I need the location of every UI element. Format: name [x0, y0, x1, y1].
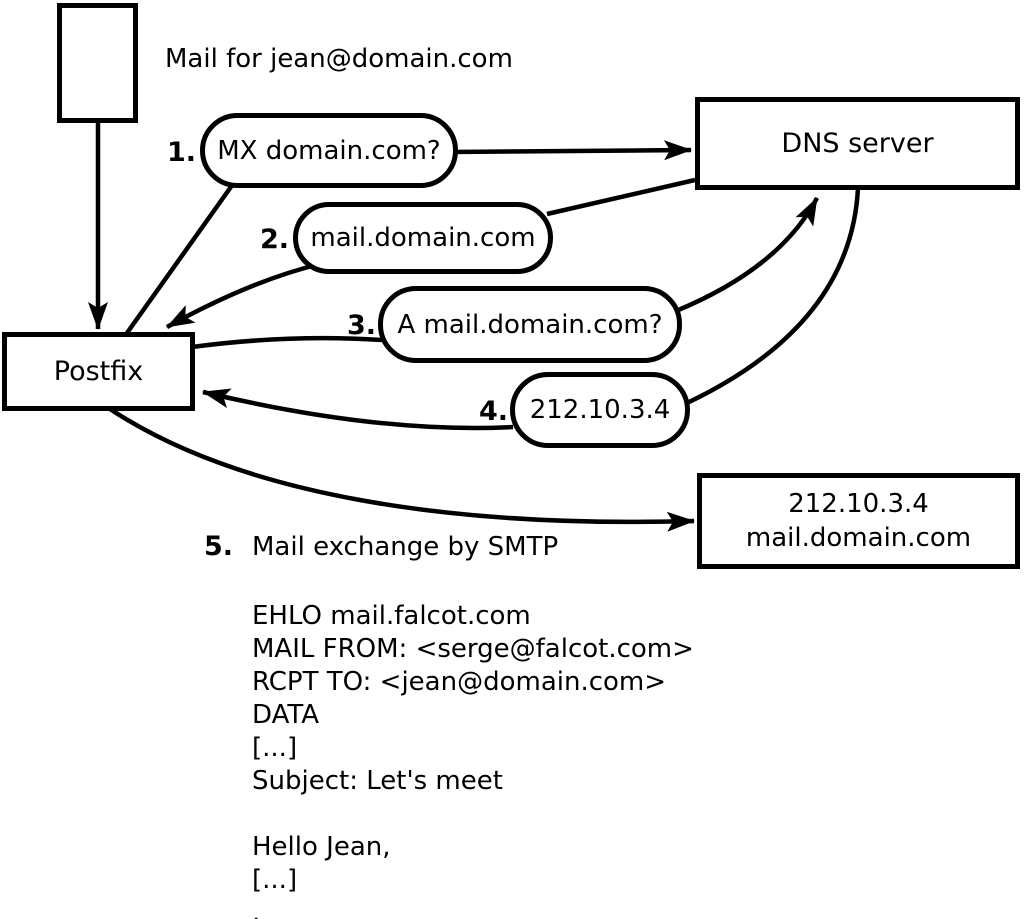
smtp-line-blank	[252, 798, 694, 831]
mail-server-ip-label: 212.10.3.4	[788, 489, 929, 519]
mail-note-label: Mail for jean@domain.com	[165, 44, 513, 74]
smtp-line-ehlo: EHLO mail.falcot.com	[252, 601, 531, 631]
step3-query-label: A mail.domain.com?	[397, 309, 663, 340]
smtp-line-subject: Subject: Let's meet	[252, 766, 503, 796]
step1-number: 1.	[166, 137, 196, 168]
step3-query-pill: A mail.domain.com?	[378, 286, 682, 363]
postfix-node-label: Postfix	[53, 355, 144, 387]
dns-server-node: DNS server	[695, 97, 1020, 190]
line-dns-to-response4	[686, 187, 861, 406]
step4-response-pill: 212.10.3.4	[510, 372, 690, 448]
step2-response-pill: mail.domain.com	[293, 202, 553, 274]
smtp-line-hello: Hello Jean,	[252, 832, 391, 862]
line-postfix-to-query1	[125, 182, 235, 335]
step2-number: 2.	[259, 224, 289, 255]
step5-number: 5.	[203, 531, 233, 562]
smtp-line-ellipsis-1: [...]	[252, 733, 298, 763]
dns-server-node-label: DNS server	[781, 127, 934, 159]
step5-smtp-label: Mail exchange by SMTP	[252, 532, 559, 562]
step2-response-label: mail.domain.com	[310, 223, 536, 253]
smtp-line-data: DATA	[252, 700, 319, 730]
mail-message-node	[57, 3, 138, 123]
step1-query-label: MX domain.com?	[217, 135, 441, 166]
smtp-line-end-dot: .	[252, 898, 261, 919]
smtp-transcript: EHLO mail.falcot.com MAIL FROM: <serge@f…	[252, 600, 694, 919]
line-dns-to-response2	[546, 177, 696, 217]
step3-number: 3.	[346, 310, 376, 341]
step1-query-pill: MX domain.com?	[200, 113, 458, 188]
arrow-query1-to-dns	[449, 140, 692, 161]
smtp-line-mail-from: MAIL FROM: <serge@falcot.com>	[252, 634, 694, 664]
smtp-line-ellipsis-2: [...]	[252, 865, 298, 895]
step4-response-label: 212.10.3.4	[529, 395, 671, 425]
postfix-node: Postfix	[2, 332, 195, 411]
smtp-line-rcpt-to: RCPT TO: <jean@domain.com>	[252, 667, 667, 697]
mail-server-node: 212.10.3.4 mail.domain.com	[697, 473, 1020, 569]
step4-number: 4.	[478, 396, 508, 427]
mail-server-hostname-label: mail.domain.com	[745, 523, 972, 553]
arrow-response2-to-postfix	[165, 261, 321, 329]
arrow-query3-to-dns	[675, 196, 819, 314]
